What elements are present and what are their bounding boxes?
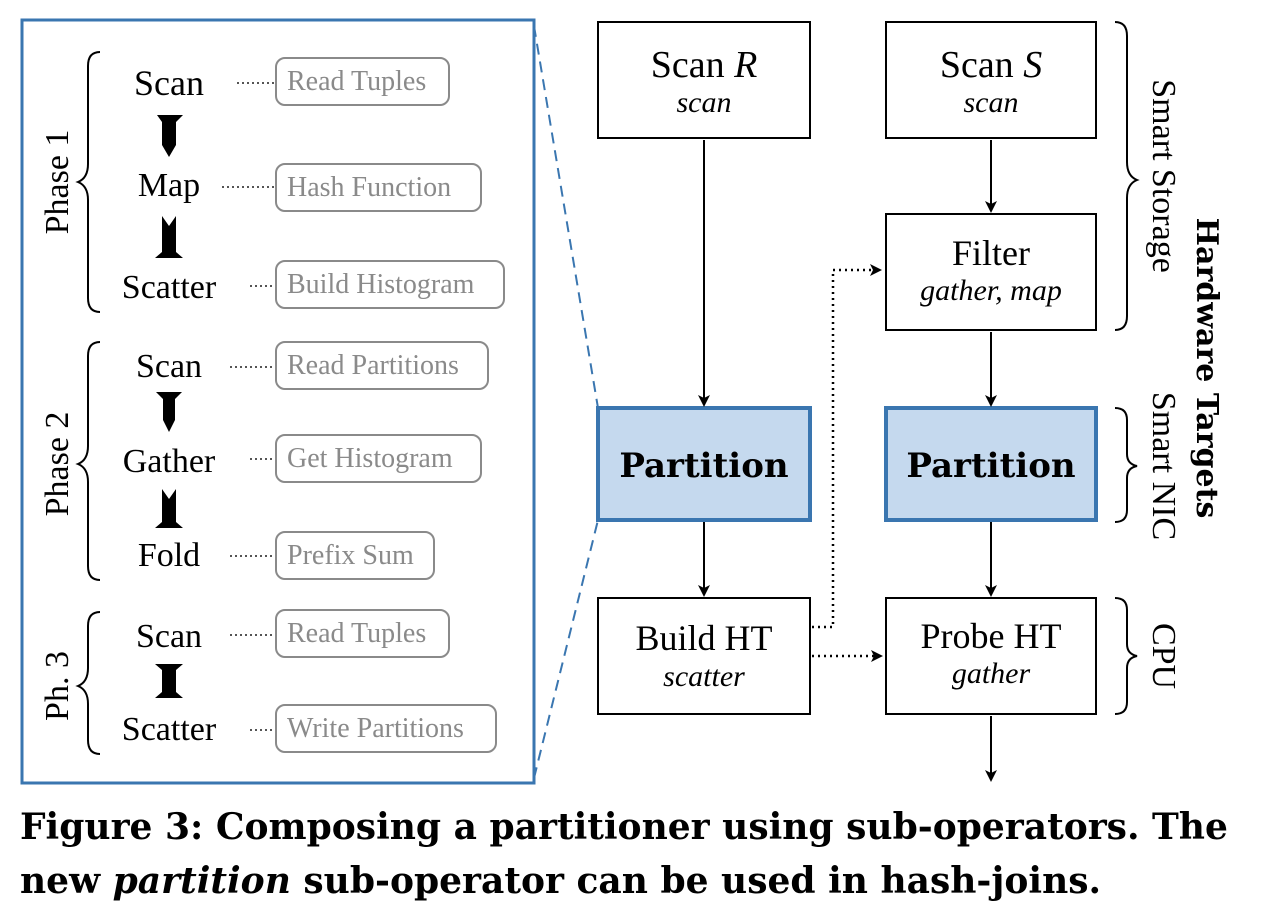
caption-italic: partition <box>112 860 291 902</box>
cpu-label: CPU <box>1145 623 1182 689</box>
caption-part1: Figure 3: Composing a partitioner using … <box>20 806 1228 902</box>
probe-ht-box <box>885 597 1097 715</box>
pill-prefix-sum <box>275 531 435 580</box>
filter-box <box>885 213 1097 331</box>
scan-s-title: Scan S <box>940 44 1042 86</box>
smart-nic-label: Smart NIC <box>1145 392 1182 540</box>
partition-left-box <box>596 406 812 522</box>
filter-title: Filter <box>952 233 1030 273</box>
partition-right-title: Partition <box>906 446 1075 486</box>
pill-text-read-tuples-2: Read Tuples <box>287 618 426 649</box>
phase1-step-scan: Scan <box>134 63 204 103</box>
flow-arrow-p2-2 <box>155 489 183 528</box>
pill-text-read-partitions: Read Partitions <box>287 350 459 381</box>
probe-ht-sub: gather <box>952 657 1031 690</box>
phase3-step-scatter: Scatter <box>122 711 217 748</box>
zoom-line-bottom <box>533 519 599 779</box>
partition-left-title: Partition <box>619 446 788 486</box>
pill-text-prefix-sum: Prefix Sum <box>287 540 414 571</box>
smart-nic-brace <box>1114 407 1138 523</box>
flow-arrow-p3-1 <box>155 664 183 698</box>
phase1-brace <box>75 51 101 313</box>
pill-build-histogram <box>275 260 505 309</box>
partition-right-box <box>884 406 1098 522</box>
pill-read-tuples <box>275 57 450 106</box>
detail-panel <box>20 18 536 785</box>
flow-arrow-p1-2 <box>155 216 183 258</box>
pill-read-partitions <box>275 341 489 390</box>
flow-arrow-p1-1 <box>157 115 183 157</box>
pill-hash-function <box>275 163 482 212</box>
pill-text-read-tuples: Read Tuples <box>287 66 426 97</box>
build-ht-sub: scatter <box>663 660 745 693</box>
edge-build-to-filter <box>812 264 882 629</box>
pill-get-histogram <box>275 434 482 483</box>
phase2-brace <box>75 341 101 581</box>
phase1-label: Phase 1 <box>39 130 76 235</box>
smart-storage-brace <box>1114 21 1140 331</box>
scan-s-sub: scan <box>964 86 1019 119</box>
scan-r-title: Scan R <box>651 44 758 86</box>
pill-write-partitions <box>275 704 497 753</box>
zoom-line-top <box>533 25 599 409</box>
phase2-step-gather: Gather <box>123 443 216 480</box>
build-ht-title: Build HT <box>635 618 772 658</box>
probe-ht-title: Probe HT <box>921 616 1062 656</box>
scan-r-box <box>597 21 811 139</box>
scan-r-sub: scan <box>677 86 732 119</box>
pill-text-hash-function: Hash Function <box>287 172 451 203</box>
phase1-step-scatter: Scatter <box>122 269 217 306</box>
hardware-targets-title: Hardware Targets <box>1189 218 1224 519</box>
pill-read-tuples-2 <box>275 609 450 658</box>
flow-arrow-p2-1 <box>156 392 182 432</box>
smart-storage-label: Smart Storage <box>1145 79 1182 273</box>
filter-sub: gather, map <box>920 274 1062 307</box>
phase2-step-fold: Fold <box>138 537 200 574</box>
cpu-brace <box>1114 597 1138 715</box>
caption-part2: sub-operator can be used in hash-joins. <box>290 860 1102 902</box>
phase1-step-map: Map <box>138 167 200 204</box>
phase3-brace <box>75 611 101 755</box>
pill-text-build-histogram: Build Histogram <box>287 269 475 300</box>
scan-s-box <box>885 21 1097 139</box>
build-ht-box <box>597 597 811 715</box>
phase3-step-scan: Scan <box>136 618 202 655</box>
pill-text-write-partitions: Write Partitions <box>287 713 464 744</box>
pill-text-get-histogram: Get Histogram <box>287 443 453 474</box>
figure-caption: Figure 3: Composing a partitioner using … <box>20 800 1270 908</box>
phase3-label: Ph. 3 <box>39 651 76 721</box>
phase2-step-scan: Scan <box>136 348 202 385</box>
phase2-label: Phase 2 <box>39 412 76 517</box>
